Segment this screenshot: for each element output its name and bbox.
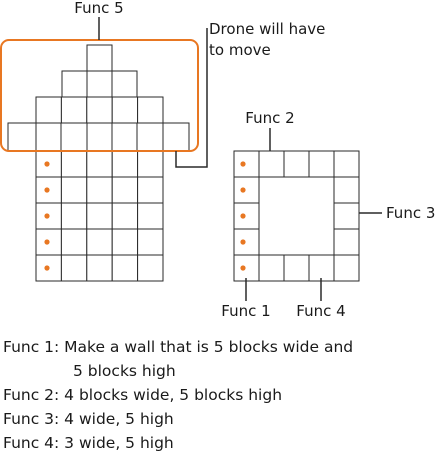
wall-block (233, 228, 260, 256)
left-block (60, 228, 88, 256)
wall-block (308, 254, 335, 282)
left-structure-grid (7, 44, 190, 282)
left-block (86, 254, 113, 282)
drone-note-line1: Drone will have (209, 20, 325, 38)
left-block (86, 44, 113, 72)
legend-func4: Func 4: 3 wide, 5 high (3, 434, 174, 452)
left-block (137, 176, 164, 204)
left-block (60, 96, 88, 124)
drone-leader-line (175, 28, 208, 168)
legend-func3: Func 3: 4 wide, 5 high (3, 410, 174, 428)
wall-block (333, 150, 360, 178)
left-block (35, 96, 62, 124)
wall-block (308, 150, 335, 178)
orange-dot (240, 213, 246, 219)
orange-dot (240, 161, 246, 167)
left-block (86, 176, 113, 204)
left-block (137, 228, 164, 256)
left-block (137, 202, 164, 230)
building-diagram: Func 5 Drone will have to move Func 2 Fu… (0, 0, 435, 320)
left-block (7, 122, 37, 152)
orange-dot (44, 161, 50, 167)
wall-block (333, 176, 360, 204)
left-block (61, 70, 88, 98)
func2-label: Func 2 (245, 109, 294, 127)
left-block (111, 96, 139, 124)
wall-block (233, 150, 260, 178)
left-block (137, 96, 164, 124)
orange-dot (240, 265, 246, 271)
func1-label: Func 1 (221, 302, 270, 320)
left-block (111, 70, 138, 98)
function-legend: Func 1: Make a wall that is 5 blocks wid… (3, 335, 443, 455)
left-block (60, 254, 88, 282)
left-block (86, 228, 113, 256)
legend-func1-line1: Func 1: Make a wall that is 5 blocks wid… (3, 338, 354, 356)
wall-block (258, 150, 285, 178)
left-block (111, 122, 138, 152)
func4-label: Func 4 (296, 302, 345, 320)
left-block (60, 202, 88, 230)
wall-block (283, 150, 310, 178)
wall-block (233, 202, 260, 230)
left-block (111, 150, 139, 178)
left-block (136, 122, 164, 152)
wall-block (233, 254, 260, 282)
left-block (86, 202, 113, 230)
right-wall-grid (233, 150, 360, 282)
func3-label: Func 3 (386, 204, 435, 222)
left-block (86, 96, 113, 124)
left-block (111, 176, 139, 204)
left-block (111, 254, 139, 282)
wall-block (233, 176, 260, 204)
left-block (111, 202, 139, 230)
left-block (137, 254, 164, 282)
wall-block (333, 254, 360, 282)
wall-block (333, 202, 360, 230)
legend-func2: Func 2: 4 blocks wide, 5 blocks high (3, 386, 283, 404)
left-block (137, 150, 164, 178)
left-block (60, 122, 88, 152)
orange-dot (240, 187, 246, 193)
left-block (60, 176, 88, 204)
legend-func1-line2: 5 blocks high (73, 362, 176, 380)
left-block (86, 150, 113, 178)
left-block (35, 122, 62, 152)
orange-dot (240, 239, 246, 245)
drone-note-line2: to move (209, 41, 271, 59)
left-block (111, 228, 139, 256)
orange-dot (44, 187, 50, 193)
wall-block (258, 254, 285, 282)
left-block (162, 122, 190, 152)
left-block (60, 150, 88, 178)
wall-block (333, 228, 360, 256)
func5-label: Func 5 (74, 0, 123, 17)
wall-block (283, 254, 310, 282)
orange-dot-markers (44, 161, 246, 271)
orange-dot (44, 239, 50, 245)
left-block (86, 70, 113, 98)
orange-dot (44, 213, 50, 219)
left-block (86, 122, 113, 152)
orange-dot (44, 265, 50, 271)
